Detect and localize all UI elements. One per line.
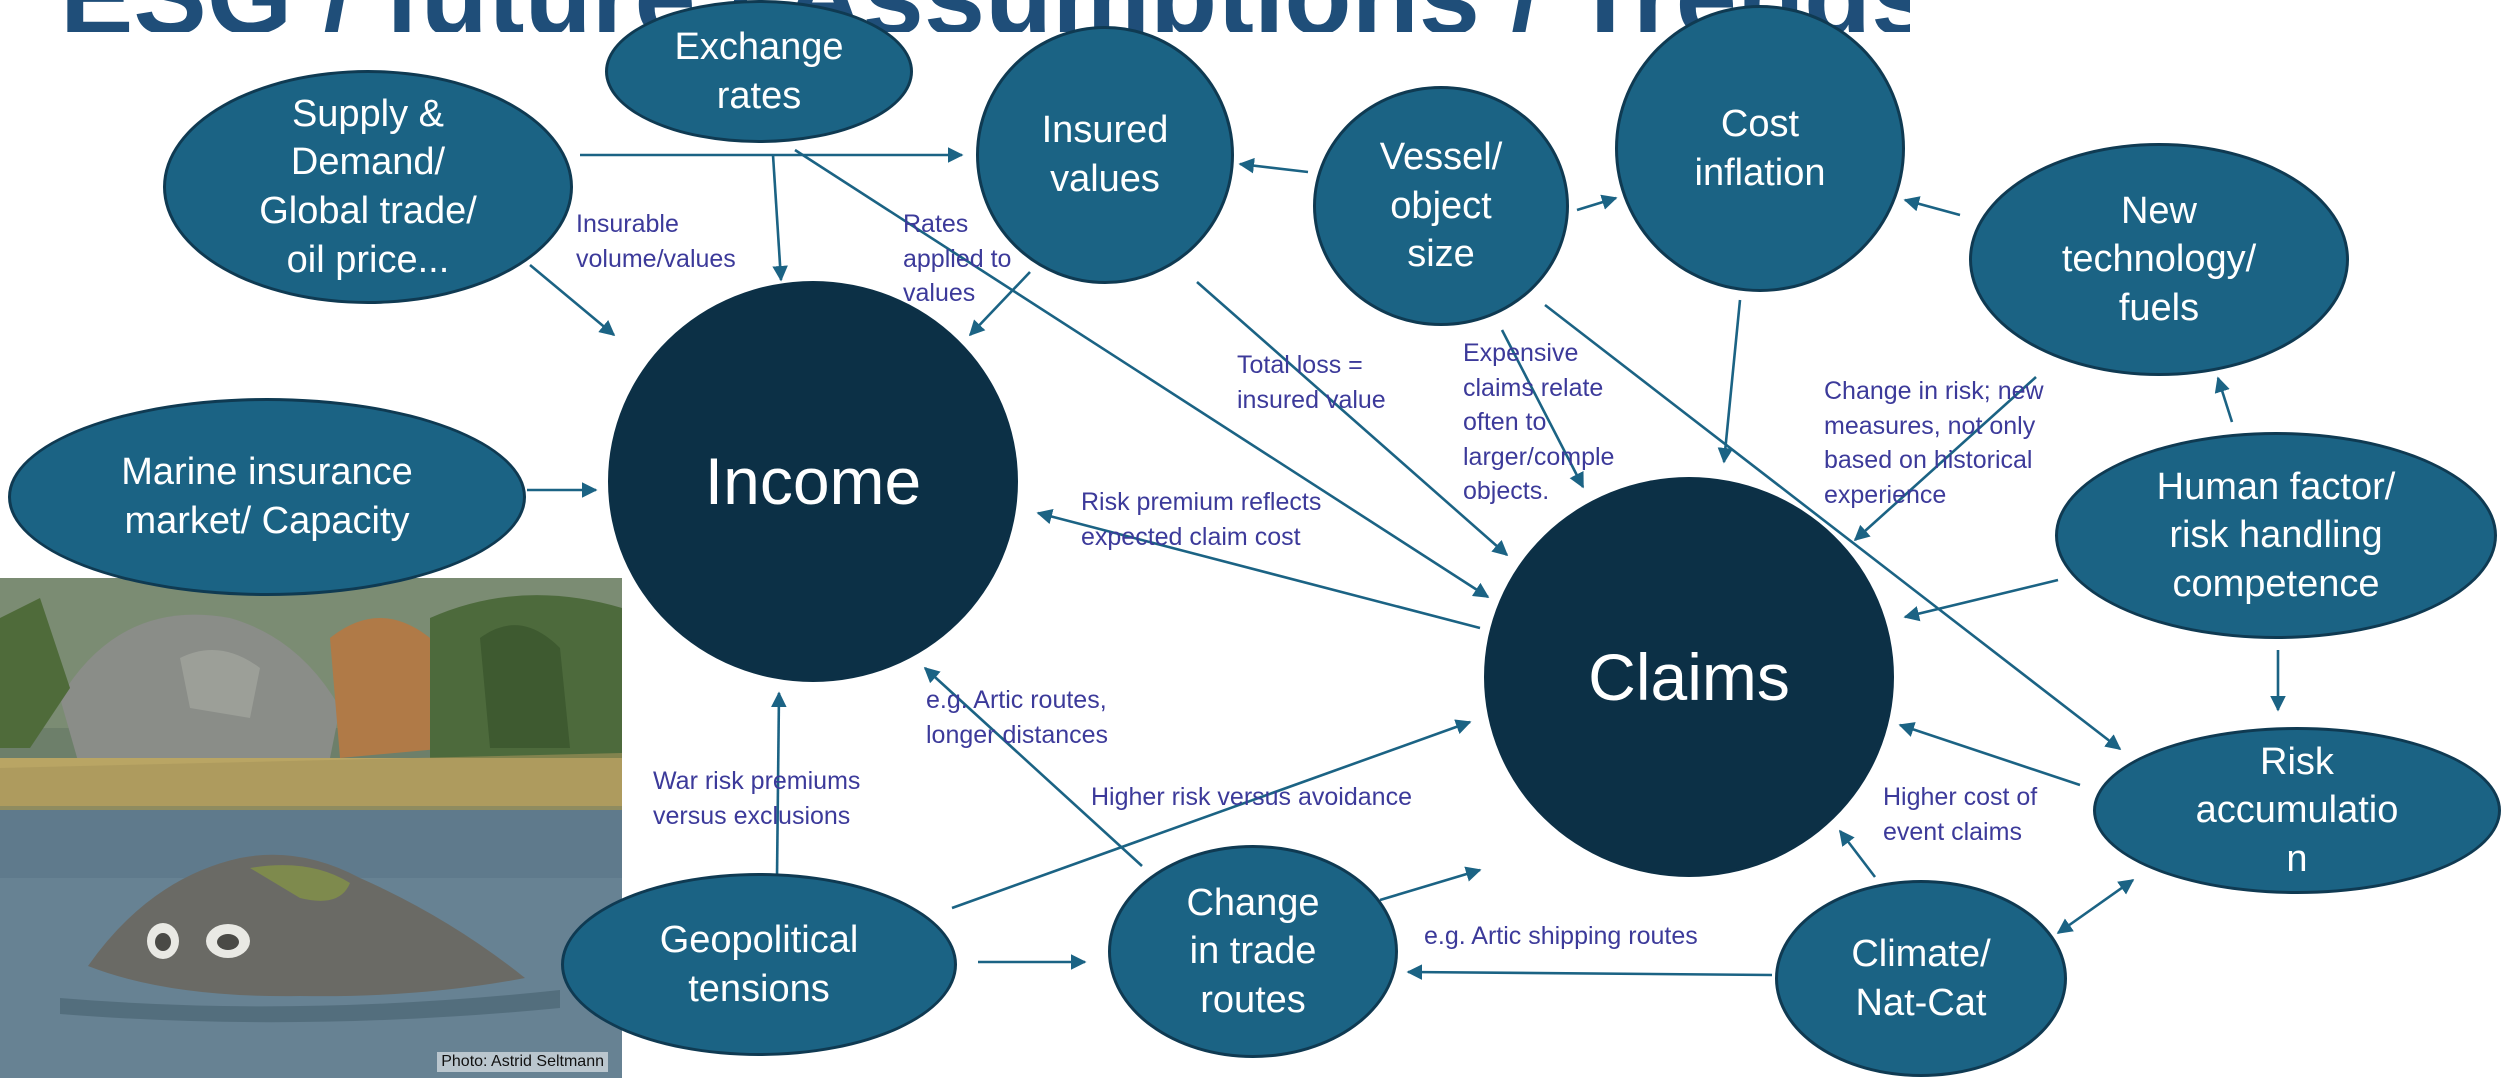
arrow-insured-to-claims bbox=[1196, 281, 1509, 557]
node-risk-accumulation: Risk accumulatio n bbox=[2093, 727, 2501, 894]
arrow-claims-to-income bbox=[1036, 508, 1481, 630]
label-higher-risk: Higher risk versus avoidance bbox=[1091, 783, 1412, 811]
arrow-exchange-to-income bbox=[771, 154, 788, 282]
arrow-geo-to-income bbox=[771, 691, 787, 878]
node-new-technology: New technology/ fuels bbox=[1969, 143, 2349, 376]
node-income: Income bbox=[608, 281, 1018, 682]
node-vessel-object-size: Vessel/ object size bbox=[1313, 86, 1569, 326]
node-climate-natcat: Climate/ Nat-Cat bbox=[1775, 880, 2067, 1077]
arrow-climate-to-claims bbox=[1838, 829, 1877, 878]
arrow-vessel-to-claims bbox=[1500, 329, 1585, 489]
node-supply-demand: Supply & Demand/ Global trade/ oil price… bbox=[163, 70, 573, 304]
arrow-geo-to-claims bbox=[951, 719, 1472, 910]
label-expensive-claims: Expensive claims relate often to larger/… bbox=[1463, 339, 1615, 505]
arrow-human-to-claims bbox=[1903, 578, 2059, 622]
arrow-exchange-to-claims bbox=[794, 148, 1490, 599]
label-insurable-volume: Insurable volume/values bbox=[576, 210, 736, 273]
label-artic-routes: e.g. Artic routes, longer distances bbox=[926, 686, 1109, 749]
label-war-risk: War risk premiums versus exclusions bbox=[653, 767, 861, 830]
photo-credit: Photo: Astrid Seltmann bbox=[437, 1052, 608, 1072]
label-higher-cost: Higher cost of event claims bbox=[1883, 783, 2038, 846]
arrow-insured-to-income bbox=[968, 271, 1031, 337]
label-risk-premium: Risk premium reflects expected claim cos… bbox=[1081, 488, 1322, 551]
landscape-photo: Photo: Astrid Seltmann bbox=[0, 578, 622, 1078]
node-exchange-rates: Exchange rates bbox=[605, 0, 913, 143]
label-rates-applied: Rates applied to values bbox=[903, 210, 1012, 307]
arrow-newtech-to-claims bbox=[1853, 376, 2037, 542]
node-geopolitical-tensions: Geopolitical tensions bbox=[561, 873, 957, 1056]
arrow-vessel-to-risk bbox=[1544, 303, 2122, 751]
arrow-trade-to-income bbox=[923, 666, 1143, 867]
arrow-risk-to-claims bbox=[1898, 722, 2081, 787]
arrow-vessel-to-cost bbox=[1576, 194, 1618, 212]
arrow-vessel-to-insured bbox=[1238, 157, 1309, 174]
arrow-climate-risk-two-way bbox=[2056, 878, 2135, 935]
node-claims: Claims bbox=[1484, 477, 1894, 877]
node-change-trade-routes: Change in trade routes bbox=[1108, 845, 1398, 1058]
node-marine-insurance: Marine insurance market/ Capacity bbox=[8, 398, 526, 596]
arrow-newtech-to-cost bbox=[1903, 196, 1961, 217]
label-change-in-risk: Change in risk; new measures, not only b… bbox=[1824, 377, 2044, 509]
node-insured-values: Insured values bbox=[976, 26, 1234, 284]
arrow-human-to-newtech bbox=[2214, 376, 2234, 423]
arrow-trade-to-claims bbox=[1379, 866, 1482, 902]
label-total-loss: Total loss = insured value bbox=[1237, 351, 1386, 414]
arrow-climate-to-trade bbox=[1406, 964, 1773, 980]
arrow-supply-to-income bbox=[529, 264, 616, 336]
node-cost-inflation: Cost inflation bbox=[1615, 5, 1905, 292]
label-artic-shipping: e.g. Artic shipping routes bbox=[1424, 922, 1698, 950]
arrow-cost-to-claims bbox=[1717, 299, 1742, 464]
node-human-factor: Human factor/ risk handling competence bbox=[2055, 432, 2497, 639]
